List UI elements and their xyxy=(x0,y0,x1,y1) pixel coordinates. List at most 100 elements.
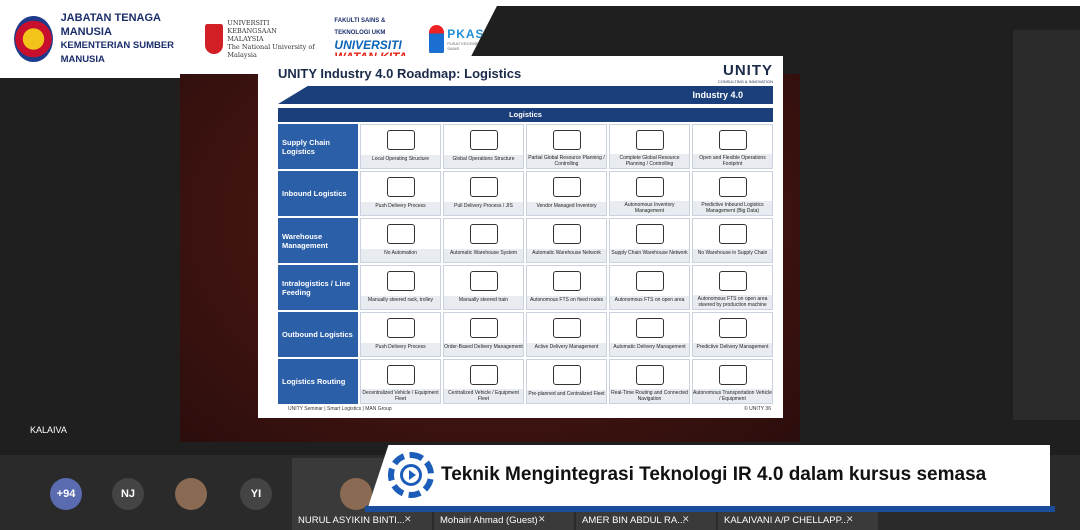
ukm-line2: KEBANGSAAN xyxy=(227,27,277,35)
roadmap-cell: Real-Time Routing and Connected Navigati… xyxy=(609,359,690,404)
roadmap-cell: Local Operating Structure xyxy=(360,124,441,169)
title-banner-stripe xyxy=(365,506,1055,512)
roadmap-cell: Open and Flexible Operations Footprint xyxy=(692,124,773,169)
avatar-nj[interactable]: NJ xyxy=(112,478,144,510)
avatar-initials: NJ xyxy=(120,488,136,500)
cell-caption: Automatic Warehouse Network xyxy=(527,249,606,262)
row-label: Warehouse Management xyxy=(278,218,358,263)
roadmap-cell: Autonomous FTS on open area xyxy=(609,265,690,310)
cell-caption: Decentralized Vehicle / Equipment Fleet xyxy=(361,389,440,403)
roadmap-cell: Decentralized Vehicle / Equipment Fleet xyxy=(360,359,441,404)
more-participants-button[interactable]: +94 xyxy=(50,478,82,510)
cell-caption: Real-Time Routing and Connected Navigati… xyxy=(610,389,689,403)
illustration-icon xyxy=(444,125,523,155)
cell-caption: Automatic Delivery Management xyxy=(610,343,689,356)
cell-caption: Supply Chain Warehouse Network xyxy=(610,249,689,262)
tile-name: AMER BIN ABDUL RA... xyxy=(582,515,686,526)
illustration-icon xyxy=(693,125,772,154)
cell-caption: Local Operating Structure xyxy=(361,155,440,168)
illustration-icon xyxy=(693,313,772,343)
illustration-icon xyxy=(361,266,440,296)
cell-caption: Autonomous Transportation Vehicle / Equi… xyxy=(693,389,772,403)
roadmap-cell: Supply Chain Warehouse Network xyxy=(609,218,690,263)
malaysia-crest-icon xyxy=(14,16,53,62)
cell-caption: Manually steered train xyxy=(444,296,523,309)
uwk-mid: UNIVERSITI xyxy=(334,38,402,52)
illustration-icon xyxy=(527,360,606,390)
roadmap-cell: Autonomous Transportation Vehicle / Equi… xyxy=(692,359,773,404)
tile-name: KALAIVANI A/P CHELLAPP... xyxy=(724,515,849,526)
cell-caption: Push Delivery Process xyxy=(361,202,440,215)
gear-play-icon xyxy=(388,452,434,498)
row-label: Logistics Routing xyxy=(278,359,358,404)
slide-title: UNITY Industry 4.0 Roadmap: Logistics xyxy=(278,66,522,81)
illustration-icon xyxy=(444,172,523,202)
cell-caption: Autonomous FTS on open area xyxy=(610,296,689,309)
cell-caption: Complete Global Resource Planning / Cont… xyxy=(610,154,689,168)
cell-caption: Manually steered rack, trolley xyxy=(361,296,440,309)
top-strip xyxy=(0,0,1080,6)
org-line2: KEMENTERIAN SUMBER MANUSIA xyxy=(60,40,175,65)
participant-name-left: KALAIVA xyxy=(30,425,67,435)
avatar-photo[interactable] xyxy=(175,478,207,510)
avatar-yi[interactable]: YI xyxy=(240,478,272,510)
row-label: Inbound Logistics xyxy=(278,171,358,216)
cell-caption: No Warehouse in Supply Chain xyxy=(693,249,772,262)
roadmap-cell: Automatic Warehouse System xyxy=(443,218,524,263)
session-title: Teknik Mengintegrasi Teknologi IR 4.0 da… xyxy=(441,464,987,485)
mic-muted-icon: ✕ xyxy=(538,514,546,524)
roadmap-cell: No Warehouse in Supply Chain xyxy=(692,218,773,263)
pkas-sub: PUSAT KECEMERLANGAN SAINS xyxy=(447,41,498,51)
ukm-logo: UNIVERSITI KEBANGSAAN MALAYSIA The Natio… xyxy=(205,19,326,59)
illustration-icon xyxy=(444,219,523,249)
cell-caption: Pull Delivery Process / JIS xyxy=(444,202,523,215)
roadmap-cell: Pull Delivery Process / JIS xyxy=(443,171,524,216)
illustration-icon xyxy=(361,313,440,343)
illustration-icon xyxy=(361,125,440,155)
unity-logo-text: UNITY xyxy=(723,62,773,79)
jtm-org-name: JABATAN TENAGA MANUSIA KEMENTERIAN SUMBE… xyxy=(61,11,196,67)
cell-caption: Pre-planned and Centralized Fleet xyxy=(527,390,606,403)
row-label: Supply Chain Logistics xyxy=(278,124,358,169)
illustration-icon xyxy=(610,313,689,343)
shared-slide: UNITY Industry 4.0 Roadmap: Logistics UN… xyxy=(258,56,783,418)
illustration-icon xyxy=(610,266,689,296)
illustration-icon xyxy=(610,360,689,389)
illustration-icon xyxy=(610,125,689,154)
cell-caption: Centralized Vehicle / Equipment Fleet xyxy=(444,389,523,403)
roadmap-cell: Active Delivery Management xyxy=(526,312,607,357)
roadmap-cell: No Automation xyxy=(360,218,441,263)
title-banner xyxy=(368,445,1050,507)
roadmap-cell: Pre-planned and Centralized Fleet xyxy=(526,359,607,404)
illustration-icon xyxy=(693,360,772,389)
roadmap-cell: Autonomous Inventory Management xyxy=(609,171,690,216)
roadmap-cell: Order-Based Delivery Management xyxy=(443,312,524,357)
illustration-icon xyxy=(610,219,689,249)
roadmap-cell: Complete Global Resource Planning / Cont… xyxy=(609,124,690,169)
roadmap-cell: Predictive Inbound Logistics Management … xyxy=(692,171,773,216)
slide-footer-left: UNITY Seminar | Smart Logistics | MAN Gr… xyxy=(288,406,392,412)
cell-caption: Autonomous FTS on open area steered by p… xyxy=(693,295,772,309)
row-label: Outbound Logistics xyxy=(278,312,358,357)
ukm-crest-icon xyxy=(205,24,224,54)
ukm-line4: The National University of Malaysia xyxy=(227,43,315,59)
right-video-panel xyxy=(1013,30,1080,420)
industry-band: Industry 4.0 xyxy=(278,86,773,104)
logistics-header: Logistics xyxy=(278,108,773,122)
unity-logo: UNITY CONSULTING & INNOVATION xyxy=(718,62,773,84)
uwk-top: FAKULTI SAINS & TEKNOLOGI UKM xyxy=(334,18,386,36)
roadmap-cell: Push Delivery Process xyxy=(360,171,441,216)
roadmap-cell: Partial Global Resource Planning / Contr… xyxy=(526,124,607,169)
roadmap-cell: Vendor Managed Inventory xyxy=(526,171,607,216)
roadmap-cell: Automatic Warehouse Network xyxy=(526,218,607,263)
illustration-icon xyxy=(361,360,440,389)
cell-caption: Order-Based Delivery Management xyxy=(444,343,523,356)
illustration-icon xyxy=(444,266,523,296)
roadmap-cell: Global Operations Structure xyxy=(443,124,524,169)
illustration-icon xyxy=(361,219,440,249)
